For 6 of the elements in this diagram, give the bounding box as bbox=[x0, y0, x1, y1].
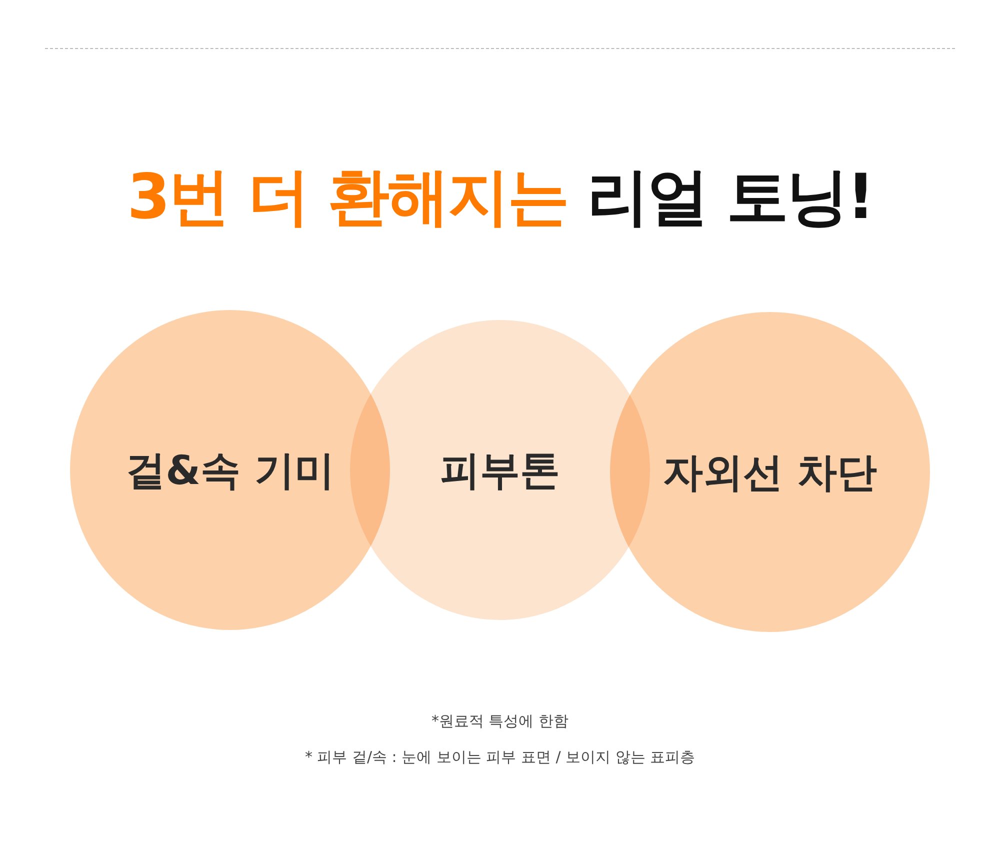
footnote: * 피부 겉/속 : 눈에 보이는 피부 표면 / 보이지 않는 표피층 bbox=[304, 748, 696, 766]
title: 3번 더 환해지는 리얼 토닝! bbox=[126, 159, 874, 235]
footnote: *원료적 특성에 한함 bbox=[431, 712, 569, 730]
circle-label: 겉&속 기미 bbox=[126, 446, 334, 496]
circle-label: 피부톤 bbox=[440, 446, 560, 496]
circle-label: 자외선 차단 bbox=[663, 448, 877, 498]
